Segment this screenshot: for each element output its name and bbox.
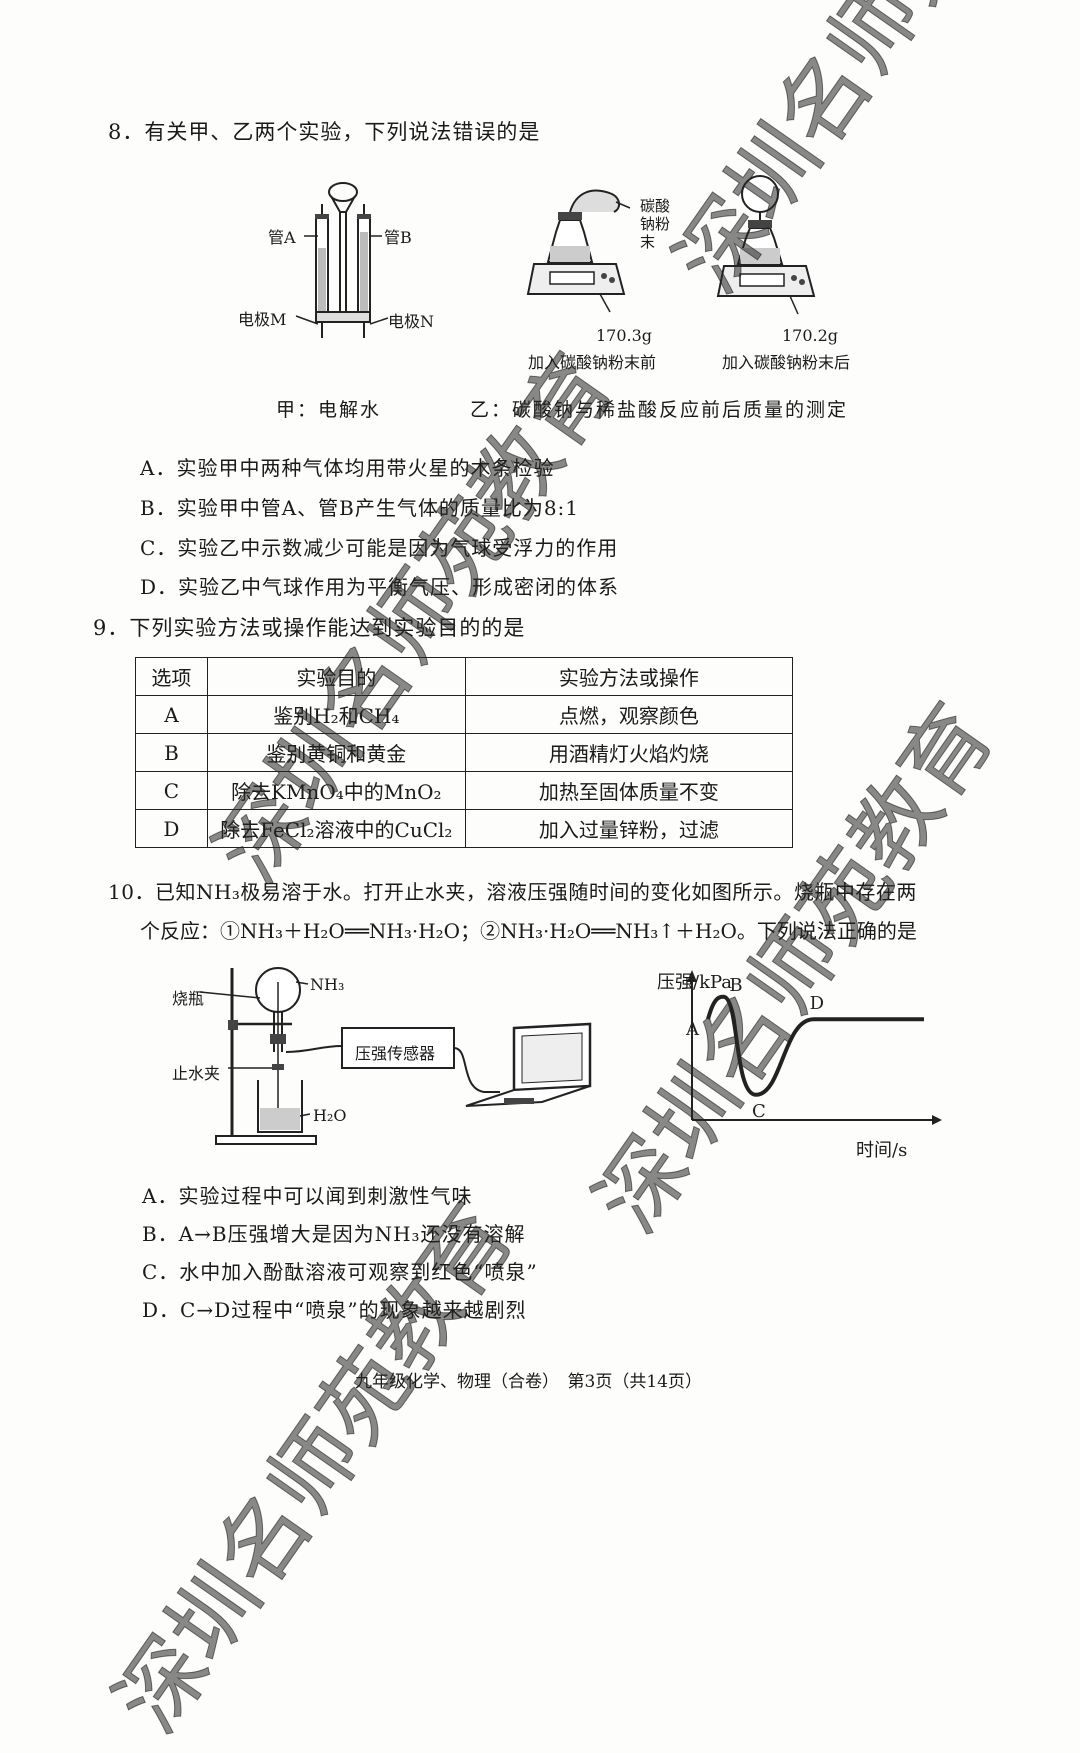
table-row: C 除去KMnO₄中的MnO₂ 加热至固体质量不变 bbox=[135, 771, 794, 810]
before-label: 加入碳酸钠粉末前 bbox=[528, 353, 657, 372]
point-label-b: B bbox=[729, 975, 742, 996]
table-header: 实验方法或操作 bbox=[464, 657, 794, 696]
table-row: A 鉴别H₂和CH₄ 点燃，观察颜色 bbox=[135, 695, 794, 734]
figure-b-caption: 乙：碳酸钠与稀盐酸反应前后质量的测定 bbox=[470, 399, 849, 421]
electrode-n-label: 电极N bbox=[388, 312, 435, 331]
clamp-label: 止水夹 bbox=[172, 1064, 221, 1083]
h2o-label: H₂O bbox=[313, 1106, 347, 1125]
q10-option-b: B．A→B压强增大是因为NH₃还没有溶解 bbox=[142, 1222, 526, 1246]
q8-option-d: D．实验乙中气球作用为平衡气压、形成密闭的体系 bbox=[140, 575, 620, 599]
q10-stem-line2: 个反应：①NH₃＋H₂O══NH₃·H₂O；②NH₃·H₂O══NH₃↑＋H₂O… bbox=[140, 919, 917, 943]
table-row: D 除去FeCl₂溶液中的CuCl₂ 加入过量锌粉，过滤 bbox=[135, 809, 794, 848]
point-label-a: A bbox=[685, 1019, 700, 1040]
q10-option-a: A．实验过程中可以闻到刺激性气味 bbox=[142, 1184, 473, 1208]
flask-label: 烧瓶 bbox=[172, 989, 205, 1008]
point-label-d: D bbox=[810, 993, 824, 1014]
mass-before: 170.3g bbox=[596, 326, 653, 345]
tube-a-label: 管A bbox=[268, 228, 296, 247]
tube-b-label: 管B bbox=[384, 228, 412, 247]
table-cell: 点燃，观察颜色 bbox=[464, 695, 794, 734]
table-cell: 加入过量锌粉，过滤 bbox=[464, 809, 794, 848]
mass-after: 170.2g bbox=[782, 326, 839, 345]
fountain-apparatus-figure bbox=[199, 967, 592, 1145]
pressure-chart: A B C D bbox=[685, 970, 942, 1125]
table-cell: 鉴别H₂和CH₄ bbox=[206, 695, 466, 734]
after-label: 加入碳酸钠粉末后 bbox=[722, 353, 851, 372]
q8-option-a: A．实验甲中两种气体均用带火星的木条检验 bbox=[140, 456, 555, 480]
table-cell: 加热至固体质量不变 bbox=[464, 771, 794, 810]
table-cell: 除去KMnO₄中的MnO₂ bbox=[206, 771, 466, 810]
q10-option-d: D．C→D过程中“喷泉”的现象越来越剧烈 bbox=[142, 1298, 527, 1322]
table-row: B 鉴别黄铜和黄金 用酒精灯火焰灼烧 bbox=[135, 733, 794, 772]
y-axis-arrow bbox=[687, 970, 697, 982]
powder-label: 碳酸钠粉末 bbox=[640, 197, 671, 251]
pressure-curve bbox=[706, 994, 924, 1097]
x-axis-label: 时间/s bbox=[856, 1140, 908, 1161]
table-cell: A bbox=[135, 695, 208, 734]
y-axis-label: 压强/kPa bbox=[657, 972, 733, 993]
q9-table: 选项 实验目的 实验方法或操作 A 鉴别H₂和CH₄ 点燃，观察颜色 B 鉴别黄… bbox=[135, 657, 794, 848]
table-cell: D bbox=[135, 809, 208, 848]
point-label-c: C bbox=[752, 1101, 766, 1122]
table-cell: B bbox=[135, 733, 208, 772]
pressure-sensor-label: 压强传感器 bbox=[355, 1044, 436, 1063]
figure-a-caption: 甲：电解水 bbox=[276, 399, 382, 421]
table-cell: 鉴别黄铜和黄金 bbox=[206, 733, 466, 772]
electrode-m-label: 电极M bbox=[238, 310, 287, 329]
table-header: 实验目的 bbox=[206, 657, 466, 696]
page-footer: 九年级化学、物理（合卷） 第3页（共14页） bbox=[355, 1372, 702, 1392]
q8-stem: 8．有关甲、乙两个实验，下列说法错误的是 bbox=[108, 120, 541, 144]
q8-option-c: C．实验乙中示数减少可能是因为气球受浮力的作用 bbox=[140, 536, 619, 560]
q10-stem-line1: 10．已知NH₃极易溶于水。打开止水夹，溶液压强随时间的变化如图所示。烧瓶中存在… bbox=[108, 880, 917, 904]
q9-stem: 9．下列实验方法或操作能达到实验目的的是 bbox=[93, 616, 526, 640]
table-cell: 除去FeCl₂溶液中的CuCl₂ bbox=[206, 809, 466, 848]
nh3-label: NH₃ bbox=[310, 975, 345, 994]
electrolysis-figure bbox=[295, 182, 389, 338]
balance-figure bbox=[526, 175, 816, 315]
table-header: 选项 bbox=[135, 657, 208, 696]
table-header-row: 选项 实验目的 实验方法或操作 bbox=[135, 657, 794, 696]
q10-option-c: C．水中加入酚酞溶液可观察到红色“喷泉” bbox=[142, 1260, 538, 1284]
table-cell: 用酒精灯火焰灼烧 bbox=[464, 733, 794, 772]
table-cell: C bbox=[135, 771, 208, 810]
q8-option-b: B．实验甲中管A、管B产生气体的质量比为8:1 bbox=[140, 496, 580, 520]
x-axis-arrow bbox=[932, 1115, 942, 1125]
